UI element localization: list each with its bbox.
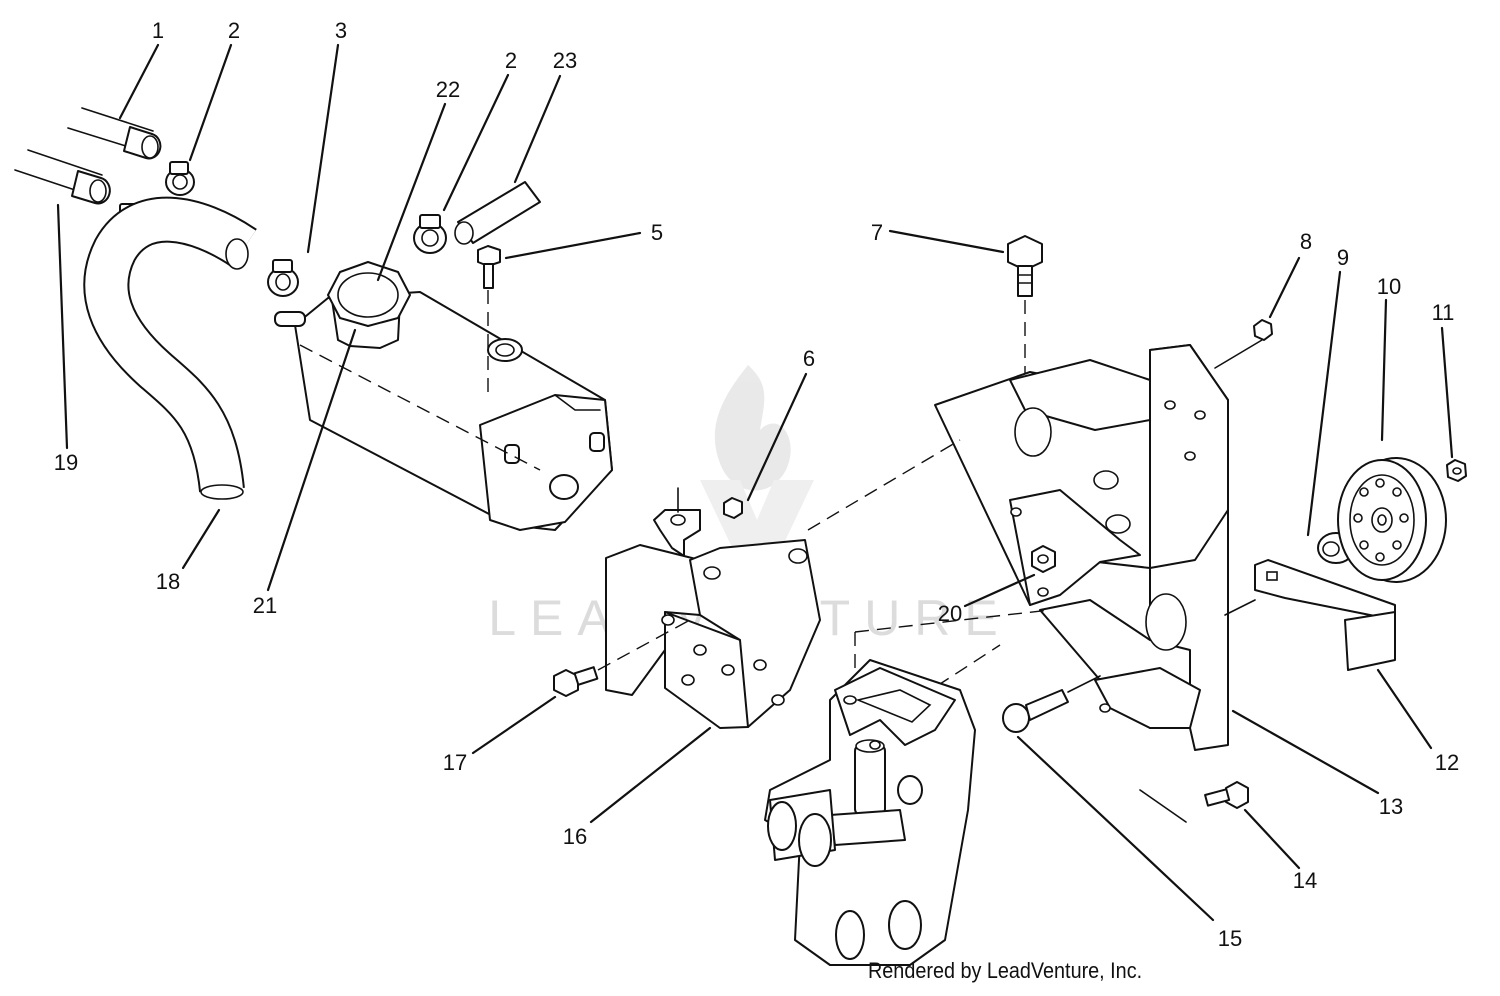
callout-13: 13 [1379,794,1403,819]
callout-15: 15 [1218,926,1242,951]
nut-11 [1446,459,1467,482]
nut-8 [1214,319,1273,369]
hose-1 [67,107,162,160]
hose-clamp-3 [267,259,299,297]
screw-5 [477,245,501,400]
alignment-line-b [854,609,1051,633]
callout-19: 19 [54,450,78,475]
callout-23: 23 [553,48,577,73]
reservoir-cap [327,261,411,349]
hose-18 [83,196,257,500]
hose-clamp-2a [165,161,195,196]
hose-clamp-2b [413,214,447,254]
alignment-line-d [899,644,1001,711]
callout-14: 14 [1293,868,1317,893]
callout-22: 22 [436,77,460,102]
reservoir-tank [274,291,613,531]
main-frame-bracket [934,344,1229,751]
bolt-17 [553,619,691,697]
bolt-14 [1139,781,1249,823]
callout-2a: 2 [228,18,240,43]
nut-20 [1031,545,1056,597]
engine-block [764,659,976,966]
idler-arm-12 [1224,559,1396,671]
nut-6 [723,497,743,519]
callout-9: 9 [1337,245,1349,270]
callout-16: 16 [563,824,587,849]
callout-8: 8 [1300,229,1312,254]
callout-labels: 1 2 3 22 2 23 5 7 8 9 10 11 6 19 18 21 2… [54,18,1459,951]
callout-18: 18 [156,569,180,594]
callout-7: 7 [871,220,883,245]
pulley-10 [1337,457,1447,583]
hose-23 [454,181,541,245]
callout-6: 6 [803,346,815,371]
bolt-7 [1007,235,1043,560]
callout-1: 1 [152,18,164,43]
pulley-holes [1353,478,1409,562]
callout-3: 3 [335,18,347,43]
callout-11: 11 [1432,300,1455,325]
callout-17: 17 [443,750,467,775]
callout-12: 12 [1435,750,1459,775]
mounting-bracket-16 [605,539,821,729]
callout-10: 10 [1377,274,1401,299]
callout-2b: 2 [505,48,517,73]
render-credit: Rendered by LeadVenture, Inc. [868,958,1143,983]
leader-lines [56,43,1454,922]
alignment-line-a [807,439,961,531]
callout-20: 20 [938,601,962,626]
carriage-bolt-15 [1002,675,1101,733]
callout-5: 5 [651,220,663,245]
callout-21: 21 [253,593,277,618]
small-bracket [653,487,701,557]
hose-19 [14,149,111,205]
